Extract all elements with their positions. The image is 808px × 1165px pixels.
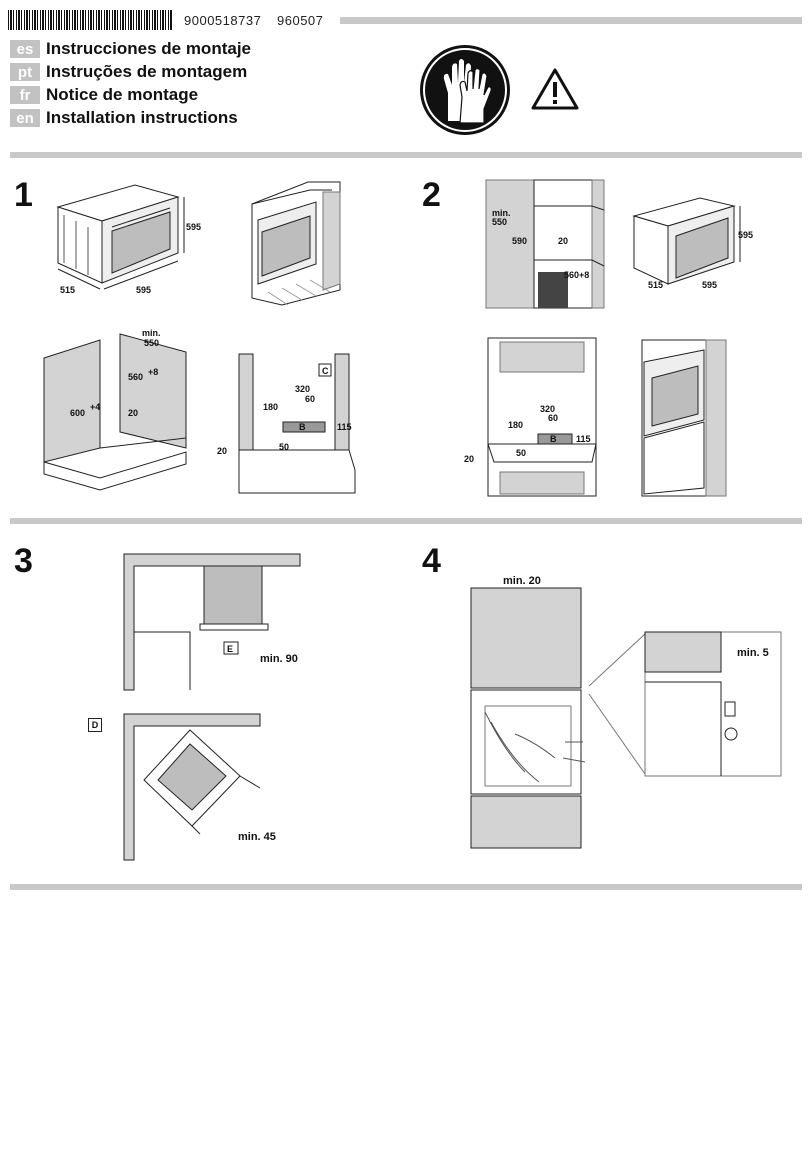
- dimension-label: min.: [492, 208, 511, 218]
- dimension-label: 320: [540, 404, 555, 414]
- tall-cabinet-cutout-drawing: B 320 60 180 115 50 20: [464, 337, 597, 497]
- dimension-label: 20: [217, 446, 227, 456]
- dimension-label: 115: [337, 422, 352, 432]
- dimension-label: 180: [263, 402, 278, 412]
- tall-cabinet-niche-drawing: min. 550 590 20 560+8: [485, 179, 605, 309]
- language-tag: es: [10, 40, 40, 58]
- oven-installed-tall-drawing: [641, 339, 727, 497]
- cabinet-cutout-drawing: C B 320 60 180 115 50 20: [217, 353, 356, 494]
- dimension-label: 550: [492, 217, 507, 227]
- step-number-3: 3: [14, 542, 33, 580]
- label-c: C: [322, 366, 329, 376]
- dimension-label: 60: [548, 413, 558, 423]
- oven-dimension-drawing-2: 595 515 595: [632, 197, 753, 290]
- dimension-label: min. 20: [503, 575, 541, 587]
- built-in-cabinet-drawing: [251, 181, 341, 306]
- language-tag: fr: [10, 86, 40, 104]
- section-divider: [10, 884, 802, 890]
- ventilation-airflow-drawing: min. 20: [470, 575, 586, 849]
- dimension-label: 560+8: [564, 270, 589, 280]
- language-row-en: en Installation instructions: [10, 108, 238, 128]
- oven-dimension-drawing: 595 515 595: [56, 184, 201, 295]
- base-cabinet-drawing: min. 550 560 +8 600 +4 20: [43, 328, 187, 491]
- dimension-label: 595: [186, 222, 201, 232]
- step-number-1: 1: [14, 176, 33, 214]
- dimension-label: 60: [305, 394, 315, 404]
- language-tag: pt: [10, 63, 40, 81]
- document-code: 960507: [277, 13, 324, 28]
- dimension-label: 20: [128, 408, 138, 418]
- section-divider: [10, 518, 802, 524]
- protective-gloves-icon: [420, 45, 510, 135]
- dimension-label: 595: [136, 285, 151, 295]
- dimension-label: 50: [516, 448, 526, 458]
- label-b: B: [299, 422, 306, 432]
- dimension-label: 550: [144, 338, 159, 348]
- section-divider: [10, 152, 802, 158]
- language-row-es: es Instrucciones de montaje: [10, 39, 251, 59]
- product-number: 9000518737: [184, 13, 262, 28]
- dimension-label: 320: [295, 384, 310, 394]
- dimension-label: 20: [558, 236, 568, 246]
- dimension-label: 600: [70, 408, 85, 418]
- language-title: Notice de montage: [46, 85, 199, 104]
- language-title: Installation instructions: [46, 108, 238, 127]
- detail-magnifier-drawing: min. 5: [588, 631, 782, 777]
- label-b: B: [550, 434, 557, 444]
- dimension-label: 560: [128, 372, 143, 382]
- dimension-label: 590: [512, 236, 527, 246]
- dimension-label: 50: [279, 442, 289, 452]
- dimension-label: +4: [90, 402, 100, 412]
- dimension-label: min. 5: [737, 647, 769, 659]
- warning-icon: [531, 68, 579, 110]
- dimension-label: 595: [702, 280, 717, 290]
- dimension-label: 20: [464, 454, 474, 464]
- header-rule: [340, 17, 802, 24]
- diagonal-corner-clearance-drawing: min. 45: [123, 713, 276, 861]
- dimension-label: min. 90: [260, 653, 298, 665]
- dimension-label: 515: [60, 285, 75, 295]
- dimension-label: 595: [738, 230, 753, 240]
- language-row-pt: pt Instruções de montagem: [10, 62, 247, 82]
- label-e: E: [227, 644, 233, 654]
- label-d: D: [88, 718, 102, 732]
- step-number-4: 4: [422, 542, 441, 580]
- language-title: Instrucciones de montaje: [46, 39, 251, 58]
- dimension-label: 115: [576, 434, 591, 444]
- language-tag: en: [10, 109, 40, 127]
- language-title: Instruções de montagem: [46, 62, 248, 81]
- corner-clearance-drawing: E min. 90: [123, 553, 301, 691]
- dimension-label: min.: [142, 328, 161, 338]
- barcode: [8, 10, 172, 30]
- dimension-label: 180: [508, 420, 523, 430]
- dimension-label: min. 45: [238, 831, 276, 843]
- language-row-fr: fr Notice de montage: [10, 85, 198, 105]
- step-number-2: 2: [422, 176, 441, 214]
- dimension-label: +8: [148, 367, 158, 377]
- dimension-label: 515: [648, 280, 663, 290]
